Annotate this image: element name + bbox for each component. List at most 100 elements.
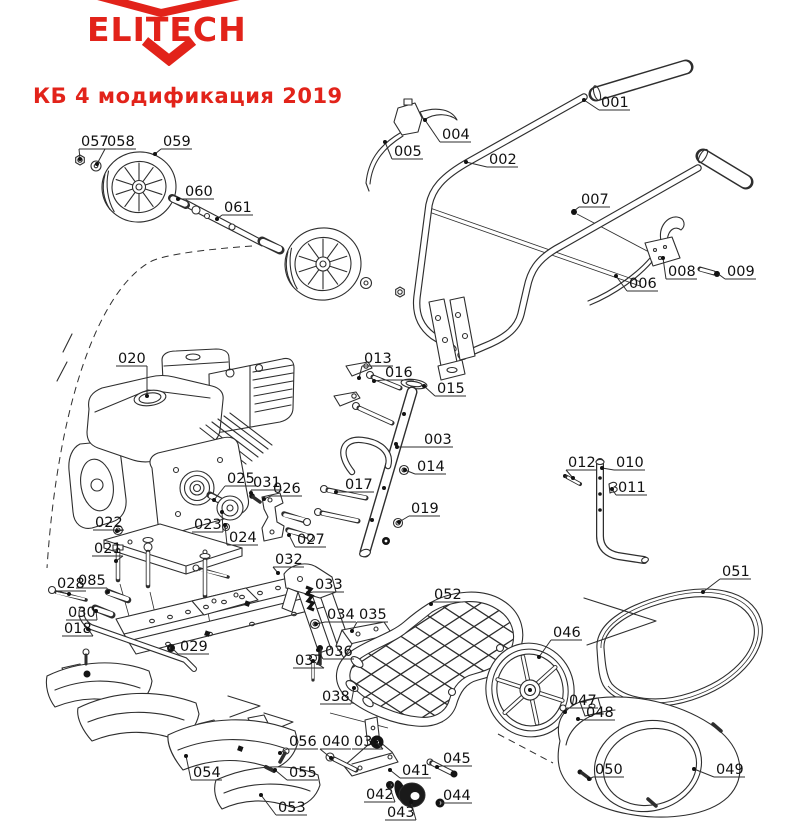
depth-bracket-drawing [281,563,393,682]
part-label-032: 032 [272,552,304,575]
part-label-011: 011 [610,480,647,496]
part-label-038: 038 [320,686,356,705]
part-label-058: 058 [95,134,136,166]
part-label-054: 054 [184,754,222,781]
part-label-023: 023 [192,510,224,533]
svg-text:042: 042 [366,787,394,803]
part-label-033: 033 [306,577,344,595]
part-label-047: 047 [563,693,598,714]
svg-text:039: 039 [354,734,382,750]
part-label-045: 045 [435,751,472,769]
part-label-016: 016 [372,365,414,383]
part-label-029: 029 [170,639,209,655]
transport-wheels-drawing [75,151,405,301]
svg-text:046: 046 [553,625,581,641]
part-label-020: 020 [116,351,149,398]
part-label-036: 036 [316,644,354,660]
part-label-012: 012 [565,455,597,480]
part-label-019: 019 [397,501,440,524]
svg-text:054: 054 [193,765,221,781]
svg-text:023: 023 [194,517,222,533]
handlebar-drawing [365,59,754,390]
svg-text:017: 017 [345,477,373,493]
part-label-024: 024 [223,523,258,546]
wheel-spokes [115,162,163,212]
svg-text:036: 036 [325,644,353,660]
svg-text:032: 032 [275,552,303,568]
svg-text:041: 041 [402,763,430,779]
svg-text:004: 004 [442,127,470,143]
part-label-085: 085 [76,573,110,594]
svg-text:020: 020 [118,351,146,367]
part-label-055: 055 [273,765,318,781]
svg-text:026: 026 [273,481,301,497]
transmission-plate-drawing [336,591,524,727]
part-label-026: 026 [262,481,302,501]
part-label-044: 044 [436,788,472,805]
svg-text:027: 027 [297,532,325,548]
part-label-006: 006 [614,274,658,292]
logo-top-chevron [97,0,240,18]
part-label-002: 002 [464,152,518,168]
drive-belt-drawing [596,588,763,707]
part-label-052: 052 [429,587,463,606]
svg-text:014: 014 [417,459,445,475]
svg-text:007: 007 [581,192,609,208]
part-label-018: 018 [62,621,94,637]
part-label-010: 010 [600,455,645,471]
svg-text:019: 019 [411,501,439,517]
svg-text:040: 040 [322,734,350,750]
svg-text:034: 034 [327,607,355,623]
svg-text:033: 033 [315,577,343,593]
part-label-049: 049 [692,762,745,778]
svg-text:021: 021 [94,541,122,557]
part-label-014: 014 [403,459,446,475]
part-label-048: 048 [576,705,615,721]
svg-text:010: 010 [616,455,644,471]
part-label-021: 021 [92,541,124,563]
svg-text:050: 050 [595,762,623,778]
svg-text:051: 051 [722,564,750,580]
logo-bottom-chevron [141,37,197,67]
svg-text:031: 031 [253,475,281,491]
part-label-003: 003 [395,432,453,449]
page-title: КБ 4 модификация 2019 [33,84,343,108]
part-label-005: 005 [383,140,423,160]
driven-pulley-drawing [485,642,575,738]
part-label-060: 060 [176,184,214,201]
svg-text:025: 025 [227,471,255,487]
part-label-034: 034 [314,607,356,626]
svg-text:044: 044 [443,788,471,804]
part-label-001: 001 [582,95,630,111]
part-label-025: 025 [212,471,256,502]
svg-text:012: 012 [568,455,596,471]
svg-text:005: 005 [394,144,422,160]
wheel-spokes [298,238,348,290]
svg-text:029: 029 [180,639,208,655]
svg-text:055: 055 [289,765,317,781]
svg-text:047: 047 [569,693,597,709]
svg-text:009: 009 [727,264,755,280]
part-label-037: 037 [293,653,325,669]
svg-text:057: 057 [81,134,109,150]
svg-text:013: 013 [364,351,392,367]
part-label-046: 046 [537,625,582,659]
svg-text:008: 008 [668,264,696,280]
part-label-013: 013 [357,351,393,380]
svg-text:011: 011 [618,480,646,496]
svg-text:045: 045 [443,751,471,767]
svg-text:060: 060 [185,184,213,200]
brand-logo-art: ELITECH [87,0,246,67]
part-label-053: 053 [259,793,307,816]
roller-bracket-drawing [325,716,458,808]
part-label-008: 008 [661,256,697,280]
svg-text:061: 061 [224,200,252,216]
svg-text:035: 035 [359,607,387,623]
part-label-035: 035 [350,607,388,633]
svg-text:056: 056 [289,734,317,750]
part-label-042: 042 [364,783,396,803]
part-label-043: 043 [385,800,417,821]
